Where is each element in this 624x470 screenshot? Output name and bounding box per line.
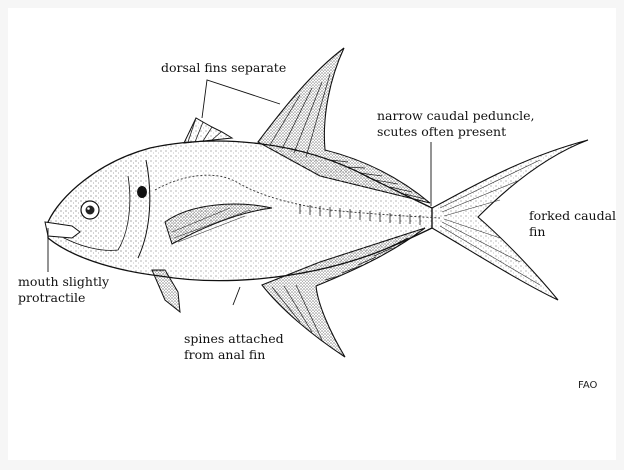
- eye-highlight: [87, 207, 90, 210]
- peduncle-label-line2: scutes often present: [377, 124, 506, 140]
- opercular-spot: [137, 186, 147, 198]
- eye-pupil: [86, 206, 95, 215]
- mouth-label-line1: mouth slightly: [18, 274, 109, 290]
- dorsal-leader-line: [202, 80, 280, 118]
- first-dorsal-fin: [184, 118, 232, 143]
- mouth-label-line2: protractile: [18, 290, 85, 306]
- caudal-fin-label-line2: fin: [529, 224, 545, 240]
- spines-leader-line: [233, 287, 240, 305]
- dorsal-fins-label: dorsal fins separate: [161, 60, 286, 76]
- spines-label-line1: spines attached: [184, 331, 284, 347]
- fao-credit: FAO: [578, 380, 597, 391]
- spines-label-line2: from anal fin: [184, 347, 265, 363]
- peduncle-label-line1: narrow caudal peduncle,: [377, 108, 534, 124]
- caudal-fin-label-line1: forked caudal: [529, 208, 616, 224]
